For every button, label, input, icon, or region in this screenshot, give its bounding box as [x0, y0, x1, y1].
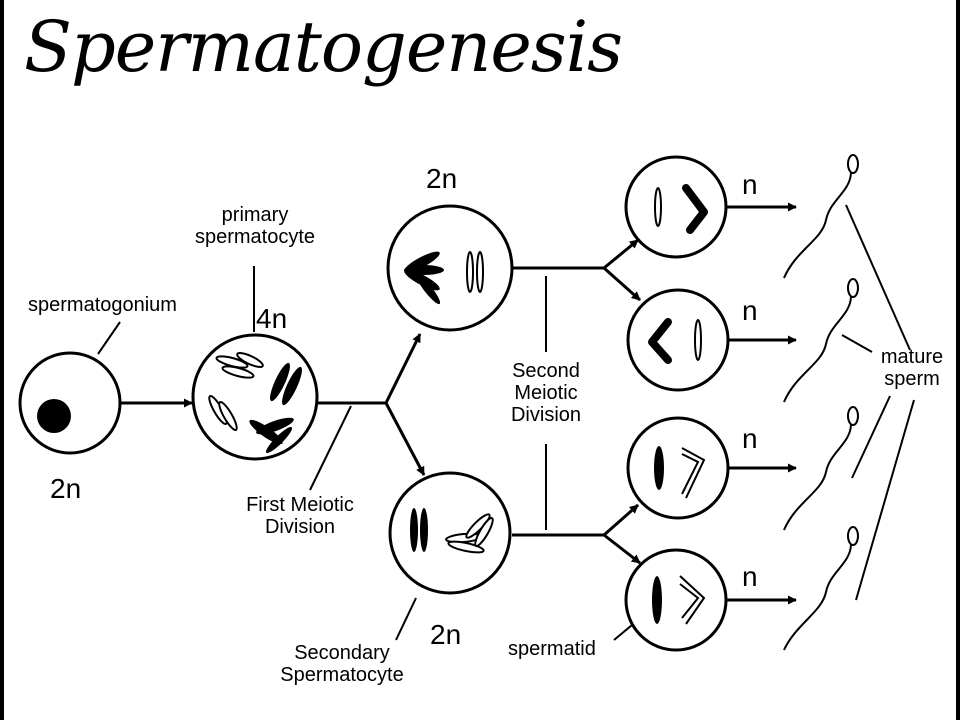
secondary-spermatocyte-bottom-cell — [388, 471, 512, 595]
ploidy-primary: 4n — [256, 303, 288, 334]
label-secondary-line2: Spermatocyte — [280, 664, 404, 686]
label-second-div-line3: Division — [510, 404, 582, 426]
leader-lines — [97, 204, 915, 641]
label-first-meiotic-division: First Meiotic Division — [220, 494, 380, 538]
ploidy-spermatid-1: n — [742, 169, 758, 200]
leader-mature-4 — [855, 399, 915, 601]
label-second-div-line2: Meiotic — [514, 382, 578, 404]
arrow-to-spermatid-2 — [603, 266, 641, 302]
ploidy-spermatid-2: n — [742, 295, 758, 326]
ploidy-secondary-top: 2n — [426, 163, 458, 194]
right-border — [956, 0, 960, 720]
spermatid-cell-3 — [626, 416, 730, 520]
page-title: Spermatogenesis — [24, 6, 623, 88]
label-second-div-line1: Second — [512, 360, 580, 382]
label-spermatid: spermatid — [508, 638, 596, 660]
label-second-meiotic-division: Second Meiotic Division — [486, 360, 606, 426]
nucleus — [37, 399, 71, 433]
arrow-to-spermatid-1 — [603, 238, 639, 270]
label-mature-line2: sperm — [884, 368, 940, 390]
ploidy-spermatogonium: 2n — [50, 473, 82, 504]
arrow-primary-to-secondary-bottom — [384, 402, 426, 476]
label-first-div-line1: First Meiotic — [246, 494, 354, 516]
label-primary-line1: primary — [221, 204, 289, 226]
leader-mature-1 — [845, 204, 911, 351]
spermatid-cell-4 — [624, 548, 728, 652]
primary-spermatocyte-cell — [191, 333, 319, 461]
chromosomes-primary — [208, 352, 264, 431]
sperm-3 — [783, 406, 859, 531]
label-primary-spermatocyte: primary spermatocyte — [180, 204, 330, 248]
ploidy-spermatid-3: n — [742, 423, 758, 454]
mature-sperm-group — [783, 154, 859, 651]
arrow-to-spermatid-4 — [603, 533, 641, 565]
leader-first-division — [309, 405, 352, 491]
label-secondary-spermatocyte: Secondary Spermatocyte — [262, 642, 422, 686]
leader-spermatogonium — [97, 321, 121, 355]
chromosomes-primary-dark — [249, 362, 302, 454]
label-primary-line2: spermatocyte — [194, 226, 316, 248]
sperm-2 — [783, 278, 859, 403]
leader-mature-2 — [841, 334, 873, 353]
label-mature-sperm: mature sperm — [870, 346, 954, 390]
label-mature-line1: mature — [880, 346, 944, 368]
label-first-div-line2: Division — [264, 516, 336, 538]
arrows — [120, 202, 797, 605]
leader-mature-3 — [851, 395, 891, 479]
spermatid-cell-2 — [626, 288, 730, 392]
ploidy-secondary-bottom: 2n — [430, 619, 462, 650]
spermatid-cell-1 — [624, 155, 728, 259]
arrow-primary-to-secondary-top — [384, 333, 422, 404]
sperm-4 — [783, 526, 859, 651]
chromosomes-secondary-top — [404, 251, 444, 305]
sperm-1 — [783, 154, 859, 279]
spermatogonium-cell — [18, 351, 122, 455]
chromosomes-secondary-bottom — [410, 508, 428, 552]
arrow-to-spermatid-3 — [603, 503, 639, 537]
left-border — [0, 0, 4, 720]
leader-secondary — [395, 597, 417, 641]
label-spermatogonium: spermatogonium — [28, 294, 177, 316]
secondary-spermatocyte-top-cell — [386, 204, 514, 332]
label-secondary-line1: Secondary — [294, 642, 390, 664]
ploidy-spermatid-4: n — [742, 561, 758, 592]
